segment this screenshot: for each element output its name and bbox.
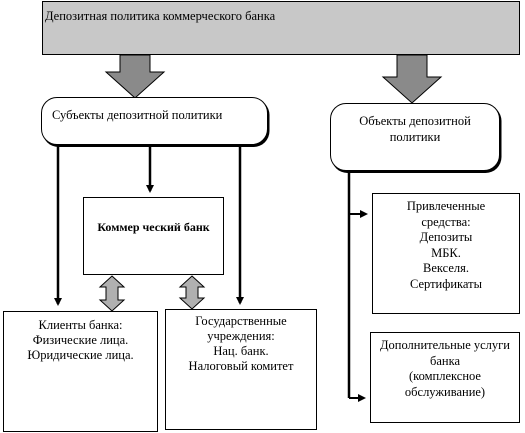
attracted-line-6: Сертификаты: [409, 276, 483, 291]
additional-line-3: (комплексное: [409, 369, 481, 383]
bank-label: Коммер ческий банк: [97, 220, 210, 234]
subjects-label: Субъекты депозитной политики: [52, 108, 223, 122]
commercial-bank-node: Коммер ческий банк: [83, 197, 224, 275]
attracted-line-2: средства:: [421, 214, 471, 229]
attracted-line-1: Привлеченные: [406, 199, 486, 213]
deposit-policy-banner: Депозитная политика коммерческого банка: [42, 1, 520, 55]
attracted-funds-node: Привлеченные средства: Депозиты МБК. Век…: [372, 193, 520, 314]
additional-services-node: Дополнительные услуги банка (комплексное…: [370, 332, 520, 423]
attracted-line-4: МБК.: [431, 245, 461, 260]
government-line-2: учреждения:: [207, 329, 275, 343]
government-institutions-node: Государственные учреждения: Нац. банк. Н…: [165, 309, 317, 430]
objects-node: Объекты депозитной политики: [330, 103, 500, 171]
additional-line-4: обслуживание): [404, 384, 486, 399]
additional-line-2: банка: [429, 353, 461, 368]
double-arrow-bank-government: [178, 275, 206, 310]
additional-line-1: Дополнительные услуги: [380, 338, 510, 352]
clients-line-1: Клиенты банка:: [38, 318, 123, 332]
clients-line-3: Юридические лица.: [27, 348, 134, 362]
block-arrow-to-subjects: [104, 54, 166, 99]
bank-clients-node: Клиенты банка: Физические лица. Юридичес…: [3, 311, 158, 432]
objects-label-line-1: Объекты депозитной: [359, 114, 471, 128]
block-arrow-to-objects: [381, 54, 443, 104]
subjects-node: Субъекты депозитной политики: [41, 97, 268, 145]
attracted-line-5: Векселя.: [422, 261, 469, 275]
double-arrow-bank-clients: [98, 275, 126, 312]
government-line-4: Налоговый комитет: [188, 359, 294, 373]
objects-label-line-2: политики: [389, 130, 441, 144]
banner-title: Депозитная политика коммерческого банка: [45, 9, 276, 23]
clients-line-2: Физические лица.: [32, 333, 129, 347]
government-line-3: Нац. банк.: [213, 344, 269, 358]
government-line-1: Государственные: [195, 314, 287, 328]
attracted-line-3: Депозиты: [419, 230, 473, 244]
